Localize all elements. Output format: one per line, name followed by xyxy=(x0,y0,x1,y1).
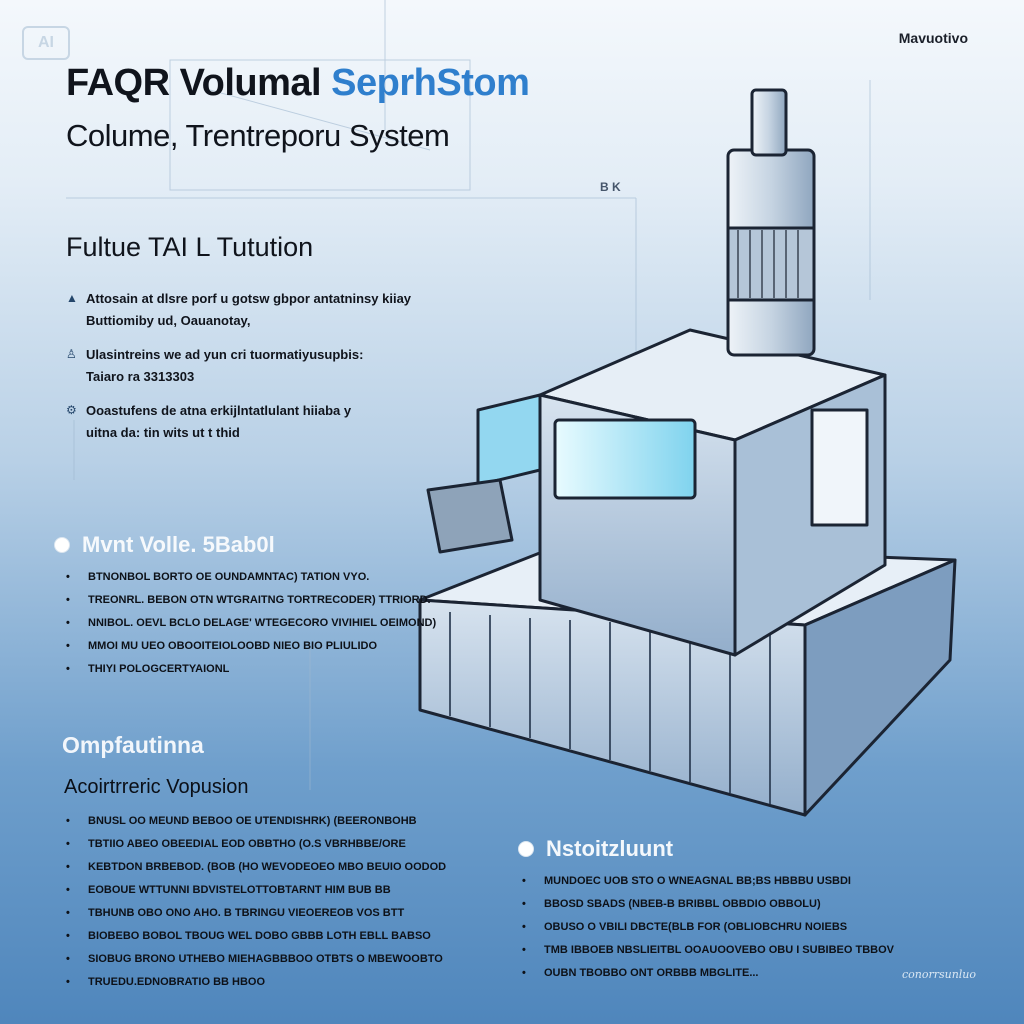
feature-item: ♙ Ulasintreins we ad yun cri tuormatiyus… xyxy=(66,344,496,388)
list-item: THIYI POLOGCERTYAIONL xyxy=(66,658,436,681)
ai-logo: AI xyxy=(22,26,70,60)
list-item: TBHUNB OBO ONO AHO. B TBRINGU VIEOEREOB … xyxy=(66,902,446,925)
bullet-dot-icon xyxy=(54,537,70,553)
section-2-title: Ompfautinna xyxy=(62,732,204,758)
bullet-dot-icon xyxy=(518,841,534,857)
title-part-1: FAQR Volumal xyxy=(66,62,322,104)
person-icon: ♙ xyxy=(66,347,77,361)
section-2-list: BNUSL OO MEUND BEBOO OE UTENDISHRK) (BEE… xyxy=(66,810,446,994)
section-3-title: Nstoitzluunt xyxy=(546,836,674,861)
list-item: BIOBEBO BOBOL TBOUG WEL DOBO GBBB LOTH E… xyxy=(66,925,446,948)
feature-text: Ulasintreins we ad yun cri tuormatiyusup… xyxy=(86,347,364,384)
list-item: BBOSD SBADS (NBEB-B BRIBBL OBBDIO OBBOLU… xyxy=(522,893,894,916)
list-item: NNIBOL. OEVL BCLO DELAGE' WTEGECORO VIVI… xyxy=(66,612,436,635)
list-item: BTNONBOL BORTO OE OUNDAMNTAC) TATION VYO… xyxy=(66,566,436,589)
feature-item: ▲ Attosain at dlsre porf u gotsw gbpor a… xyxy=(66,288,496,332)
list-item: TREONRL. BEBON OTN WTGRAITNG TORTRECODER… xyxy=(66,589,436,612)
feature-text: Ooastufens de atna erkijlntatlulant hiia… xyxy=(86,403,352,440)
feature-item: ⚙ Ooastufens de atna erkijlntatlulant hi… xyxy=(66,400,496,444)
list-item: OBUSO O VBILI DBCTE(BLB FOR (OBLIOBCHRU … xyxy=(522,916,894,939)
corner-label: Mavuotivo xyxy=(898,30,968,46)
settings-icon: ⚙ xyxy=(66,403,77,417)
title-part-2: SeprhStom xyxy=(331,62,530,104)
list-item: TBTIIO ABEO OBEEDIAL EOD OBBTHO (O.S VBR… xyxy=(66,833,446,856)
section-1-list: BTNONBOL BORTO OE OUNDAMNTAC) TATION VYO… xyxy=(66,566,436,681)
list-item: SIOBUG BRONO UTHEBO MIEHAGBBBOO OTBTS O … xyxy=(66,948,446,971)
feature-list: ▲ Attosain at dlsre porf u gotsw gbpor a… xyxy=(66,288,496,456)
list-item: MUNDOEC UOB STO O WNEAGNAL BB;BS HBBBU U… xyxy=(522,870,894,893)
page-subtitle: Colume, Trentreporu System xyxy=(66,118,450,153)
section-1-title: Mvnt Volle. 5Bab0l xyxy=(82,532,275,557)
section-2-subheading: Acoirtrreric Vopusion xyxy=(64,776,249,798)
rule-label: B K xyxy=(600,180,621,194)
list-item: TRUEDU.EDNOBRATIO BB HBOO xyxy=(66,971,446,994)
info-icon: ▲ xyxy=(66,291,78,305)
feature-text: Attosain at dlsre porf u gotsw gbpor ant… xyxy=(86,291,412,328)
list-item: KEBTDON BRBEBOD. (BOB (HO WEVODEOEO MBO … xyxy=(66,856,446,879)
list-item: MMOI MU UEO OBOOITEIOLOOBD NIEO BIO PLIU… xyxy=(66,635,436,658)
list-item: EOBOUE WTTUNNI BDVISTELOTTOBTARNT HIM BU… xyxy=(66,879,446,902)
list-item: OUBN TBOBBO ONT ORBBB MBGLITE... xyxy=(522,962,894,985)
signature: conorrsunluo xyxy=(901,968,976,981)
list-item: TMB IBBOEB NBSLIEITBL OOAUOOVEBO OBU I S… xyxy=(522,939,894,962)
section-3-list: MUNDOEC UOB STO O WNEAGNAL BB;BS HBBBU U… xyxy=(522,870,894,985)
section-2-heading: Ompfautinna xyxy=(62,732,204,759)
section-3-heading: Nstoitzluunt xyxy=(518,836,673,862)
section-1-heading: Mvnt Volle. 5Bab0l xyxy=(54,532,275,558)
feature-heading: Fultue TAI L Tutution xyxy=(66,232,314,262)
page-title: FAQR Volumal SeprhStom xyxy=(66,62,530,105)
list-item: BNUSL OO MEUND BEBOO OE UTENDISHRK) (BEE… xyxy=(66,810,446,833)
